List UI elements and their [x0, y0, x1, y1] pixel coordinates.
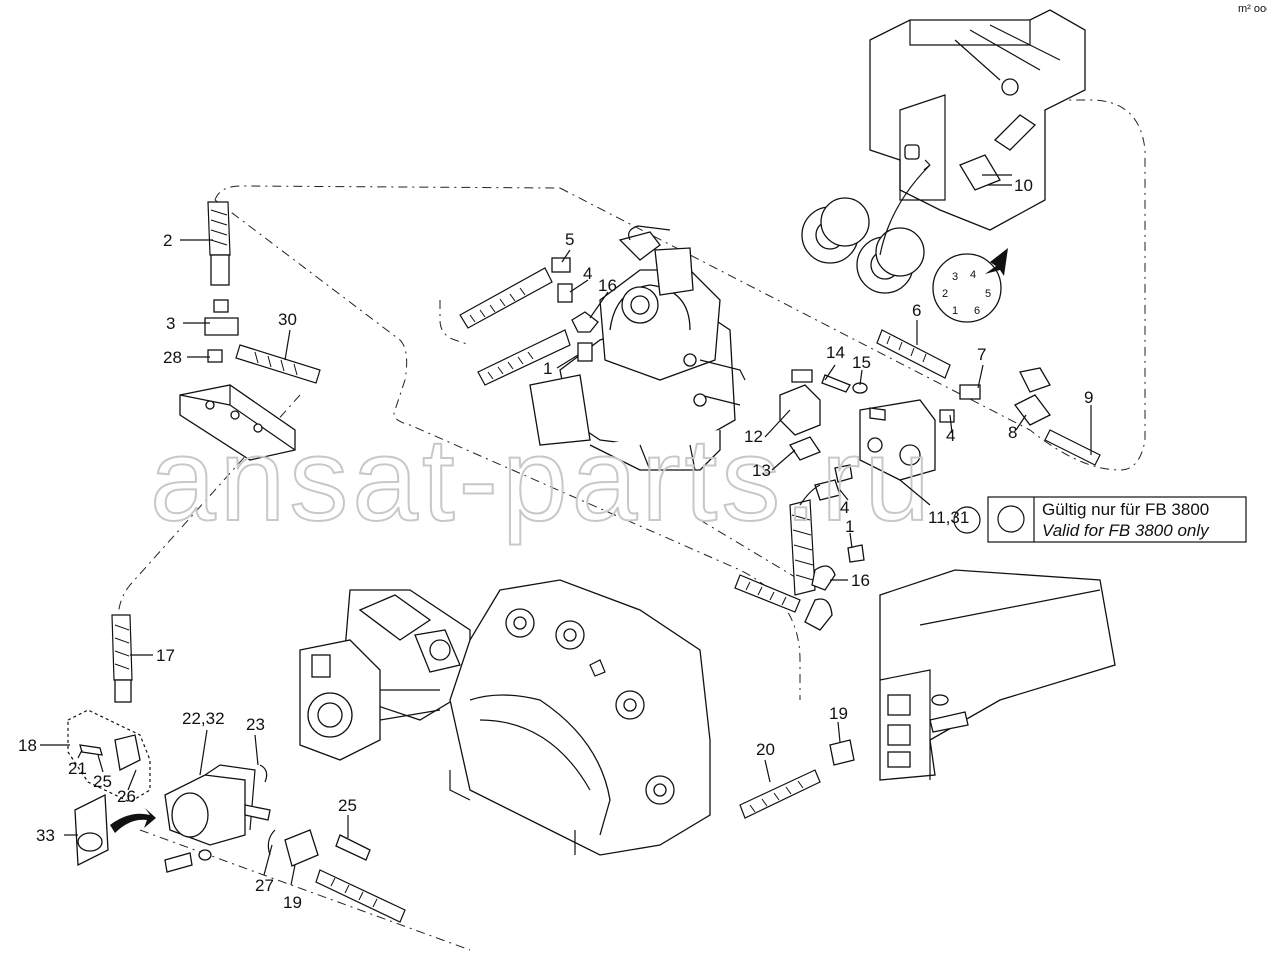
arrow-icon: [110, 808, 156, 833]
callout-label: 20: [756, 740, 775, 759]
callout-label: 30: [278, 310, 297, 329]
hose-20: [739, 739, 855, 819]
pump-fittings: [551, 257, 599, 362]
right-hydraulic-block: [779, 329, 1101, 481]
watermark: ansat-parts.ru: [150, 414, 934, 546]
dial-number: 6: [974, 305, 980, 317]
notice-line-de: Gültig nur für FB 3800: [1042, 500, 1209, 519]
callout-label: 25: [93, 772, 112, 791]
callout-label: 18: [18, 736, 37, 755]
callout-label: 2: [163, 231, 172, 250]
callout-label: 21: [68, 759, 87, 778]
left-manifold: [179, 201, 321, 461]
callout-label: 19: [283, 893, 302, 912]
central-hoses: [459, 267, 571, 386]
callout-label: 12: [744, 427, 763, 446]
connector-pin-dial: 3 4 2 5 1 6: [932, 248, 1008, 323]
gear-pump-22: [164, 764, 406, 923]
callout-label: 26: [117, 787, 136, 806]
callout-label: 22,32: [182, 709, 225, 728]
central-pump: [529, 225, 746, 471]
callout-label: 7: [977, 345, 986, 364]
hydraulic-pump-assembly: [299, 589, 471, 761]
callout-label: 10: [1014, 176, 1033, 195]
dial-number: 3: [952, 271, 958, 283]
callout-label: 4: [583, 264, 592, 283]
callout-label: 13: [752, 461, 771, 480]
callout-label: 1: [845, 517, 854, 536]
callout-label: 16: [851, 571, 870, 590]
control-cabinet: [879, 569, 1116, 781]
callout-label: 9: [1084, 388, 1093, 407]
dial-number: 2: [942, 288, 948, 300]
callout-label: 3: [166, 314, 175, 333]
callout-label: 14: [826, 343, 845, 362]
callout-leaders: [40, 184, 1092, 886]
callout-label: 23: [246, 715, 265, 734]
notice-line-en: Valid for FB 3800 only: [1042, 521, 1210, 540]
connection-routes: [117, 99, 1146, 951]
callout-label: 33: [36, 826, 55, 845]
seal-kit-33: [74, 793, 156, 867]
callout-label: 1: [543, 359, 552, 378]
callout-label: 11,31: [928, 508, 969, 527]
fitting-10: [959, 114, 1037, 191]
callout-label: 17: [156, 646, 175, 665]
callout-label: 28: [163, 348, 182, 367]
callout-label: 19: [829, 704, 848, 723]
lower-hose-assembly: [734, 464, 865, 631]
callout-label: 27: [255, 876, 274, 895]
callout-label: 5: [565, 230, 574, 249]
callout-label: 15: [852, 353, 871, 372]
hose-17: [67, 614, 151, 803]
notice-symbol-icon: [997, 505, 1025, 533]
callout-label: 16: [598, 276, 617, 295]
drive-housing: [869, 9, 1086, 231]
dial-number: 5: [985, 288, 991, 300]
callout-label: 6: [912, 301, 921, 320]
arrow-icon: [985, 248, 1008, 276]
callout-label: 25: [338, 796, 357, 815]
notice-box: Gültig nur für FB 3800 Valid for FB 3800…: [987, 496, 1247, 543]
callout-label: 4: [840, 498, 849, 517]
callout-label: 4: [946, 426, 955, 445]
dial-number: 4: [970, 269, 976, 281]
callout-labels: 2 3 28 30 5 4 16 1 10 6 7 9 8 4 14 15 12…: [18, 176, 1093, 912]
flange-couplings: [801, 159, 931, 294]
fb3800-marker-icon: [953, 506, 981, 534]
corner-code: m² ooo: [1238, 3, 1267, 15]
callout-label: 8: [1008, 423, 1017, 442]
dial-number: 1: [952, 305, 958, 317]
gearbox-housing: [449, 579, 711, 856]
